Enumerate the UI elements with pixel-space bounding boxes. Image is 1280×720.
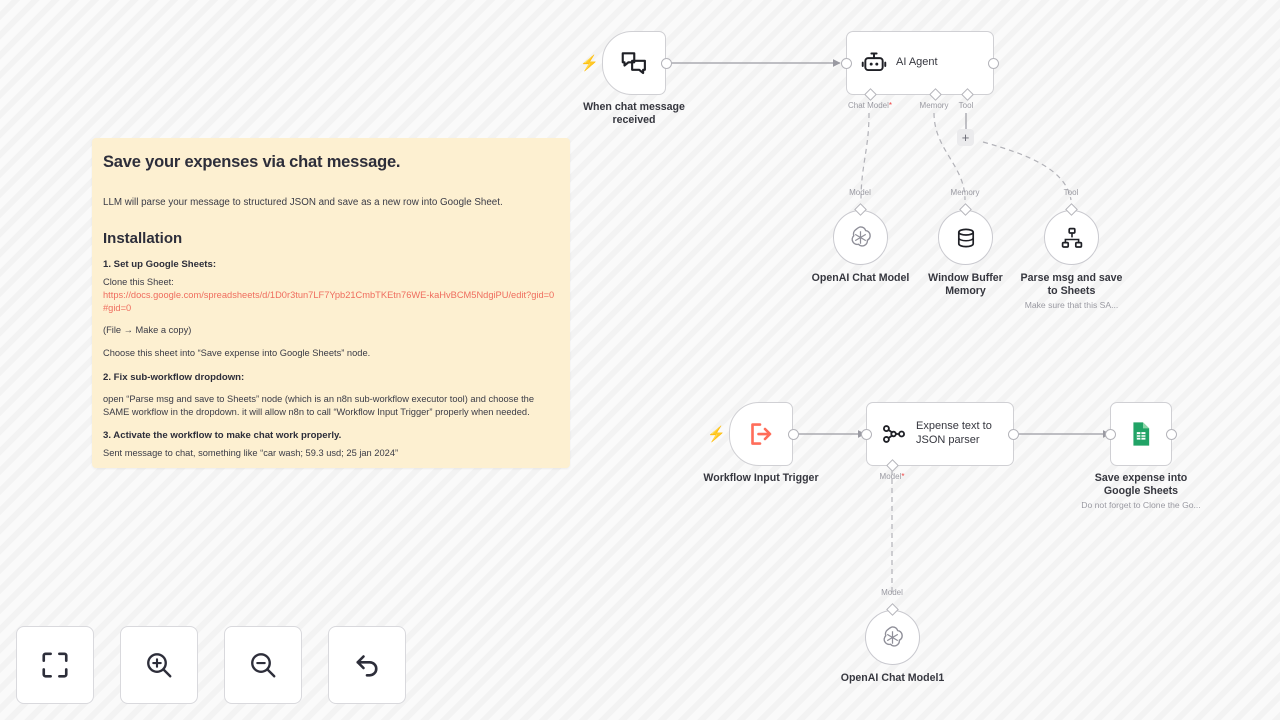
undo-arrow-icon — [356, 655, 378, 677]
google-sheets-icon — [1133, 422, 1150, 446]
robot-icon — [861, 52, 887, 72]
sticky-make-copy: (File → Make a copy) — [103, 325, 192, 336]
sticky-step3-heading: 3. Activate the workflow to make chat wo… — [103, 430, 342, 442]
tool-port-label: Tool — [958, 101, 974, 110]
memory-port-label: Memory — [950, 188, 980, 197]
node-label: Window Buffer Memory — [928, 272, 1003, 298]
openai-icon — [851, 226, 871, 247]
sticky-step2-heading: 2. Fix sub-workflow dropdown: — [103, 371, 245, 383]
output-port[interactable] — [661, 57, 672, 69]
tool-port[interactable] — [961, 88, 974, 101]
model-port-label: Model — [849, 188, 871, 197]
parse-msg-tool-circle[interactable] — [1044, 210, 1099, 265]
node-workflow-input-trigger[interactable]: ⚡ Workflow Input Trigger — [703, 402, 819, 484]
zoom-out-icon — [251, 653, 276, 678]
sticky-installation-heading: Installation — [103, 230, 183, 248]
zoom-out-button[interactable] — [224, 626, 302, 704]
expense-parser-box[interactable]: Expense text to JSON parser — [861, 402, 1019, 472]
node-ai-agent[interactable]: AI Agent Chat Model* Memory Tool — [841, 31, 999, 110]
output-port[interactable] — [1008, 428, 1019, 440]
sticky-lead: LLM will parse your message to structure… — [103, 197, 503, 208]
sticky-step2-body: open “Parse msg and save to Sheets” node… — [103, 393, 534, 417]
input-port[interactable] — [1105, 428, 1116, 440]
expense-parser-label: Expense text to JSON parser — [916, 420, 992, 446]
chat-bubbles-icon — [621, 52, 646, 75]
node-window-buffer-memory[interactable]: Memory Window Buffer Memory — [928, 188, 1003, 297]
openai-chat-model-circle[interactable] — [833, 210, 888, 265]
output-port[interactable] — [988, 57, 999, 69]
sticky-step1-heading: 1. Set up Google Sheets: — [103, 259, 217, 271]
node-label: OpenAI Chat Model — [811, 272, 910, 284]
node-openai-chat-model[interactable]: Model OpenAI Chat Model — [812, 188, 910, 284]
input-port[interactable] — [841, 57, 852, 69]
sticky-clone-label: Clone this Sheet: — [103, 277, 174, 288]
sticky-title: Save your expenses via chat message. — [103, 153, 401, 171]
chat-model-port[interactable] — [864, 88, 877, 101]
node-label: When chat message received — [583, 101, 685, 127]
memory-port-label: Memory — [919, 101, 949, 110]
canvas-toolbar[interactable] — [16, 626, 406, 704]
sticky-note[interactable]: Save your expenses via chat message. LLM… — [92, 138, 570, 468]
openai-icon — [883, 626, 903, 647]
memory-port[interactable] — [929, 88, 942, 101]
zoom-to-fit-icon — [42, 652, 68, 678]
sitemap-icon — [1061, 227, 1082, 248]
tool-port-label: Tool — [1063, 188, 1079, 197]
zoom-in-icon — [147, 653, 172, 678]
node-label: Parse msg and save to Sheets — [1020, 272, 1123, 298]
window-buffer-memory-circle[interactable] — [938, 210, 993, 265]
output-port[interactable] — [1166, 428, 1177, 440]
trigger-bolt-icon: ⚡ — [580, 55, 599, 72]
node-subtitle: Make sure that this SA... — [1024, 300, 1119, 310]
ai-agent-label: AI Agent — [896, 56, 938, 69]
reset-zoom-button[interactable] — [328, 626, 406, 704]
trigger-bolt-icon: ⚡ — [707, 426, 726, 443]
ai-agent-box[interactable]: AI Agent — [841, 31, 999, 101]
node-subtitle: Do not forget to Clone the Go... — [1081, 500, 1201, 510]
node-openai-chat-model1[interactable]: Model OpenAI Chat Model1 — [841, 588, 945, 684]
execute-workflow-icon — [751, 423, 772, 445]
add-tool-button[interactable]: + — [957, 129, 974, 146]
input-port[interactable] — [861, 428, 872, 440]
node-label: Workflow Input Trigger — [703, 472, 819, 484]
sticky-step3-body: Sent message to chat, something like “ca… — [103, 448, 399, 459]
chat-trigger-box[interactable] — [602, 31, 672, 95]
zoom-to-fit-button[interactable] — [16, 626, 94, 704]
node-expense-text-to-json-parser[interactable]: Expense text to JSON parser Model* — [861, 402, 1019, 481]
zoom-in-button[interactable] — [120, 626, 198, 704]
google-sheet-link[interactable]: https://docs.google.com/spreadsheets/d/1… — [103, 290, 555, 313]
google-sheets-box[interactable] — [1105, 402, 1177, 466]
node-when-chat-message-received[interactable]: ⚡ When chat message received — [580, 31, 685, 126]
workflow-input-trigger-box[interactable] — [729, 402, 799, 466]
openai-chat-model1-circle[interactable] — [865, 610, 920, 665]
node-save-expense-into-google-sheets[interactable]: Save expense into Google Sheets Do not f… — [1081, 402, 1201, 510]
database-icon — [957, 228, 974, 247]
node-parse-msg-and-save-to-sheets[interactable]: Tool Parse msg and save to Sheets Make s… — [1021, 188, 1123, 310]
model-port-label: Model — [881, 588, 903, 597]
model-port[interactable] — [886, 459, 899, 472]
chat-model-port-label: Chat Model* — [847, 101, 893, 110]
model-port-label: Model* — [879, 472, 905, 481]
node-label: Save expense into Google Sheets — [1094, 472, 1188, 498]
node-label: OpenAI Chat Model1 — [840, 672, 945, 684]
output-port[interactable] — [788, 428, 799, 440]
sticky-choose-sheet: Choose this sheet into “Save expense int… — [103, 347, 371, 358]
output-parser-icon — [883, 425, 905, 443]
